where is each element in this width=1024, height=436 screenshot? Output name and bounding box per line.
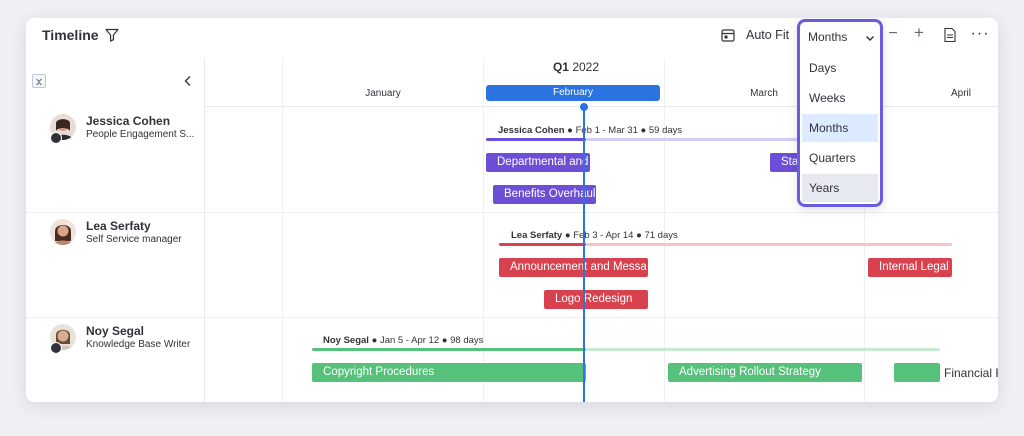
person-summary: Jessica Cohen ● Feb 1 - Mar 31 ● 59 days (498, 125, 683, 136)
row-divider (26, 212, 998, 213)
task-bar-overflow-label: Financial R (944, 366, 998, 380)
sidebar-divider (204, 58, 205, 402)
chevron-left-icon[interactable] (181, 74, 195, 88)
progress-track (486, 138, 586, 141)
export-icon[interactable] (942, 26, 958, 44)
collapse-all-icon[interactable] (32, 74, 46, 88)
person-name: Jessica Cohen (86, 114, 171, 128)
task-bar[interactable]: Announcement and Messa (499, 258, 648, 277)
chevron-down-icon[interactable] (864, 31, 876, 43)
month-march: March (750, 88, 778, 99)
zoom-out-button[interactable]: − (888, 25, 898, 42)
home-badge-icon (50, 342, 62, 354)
task-bar[interactable]: Copyright Procedures (312, 363, 586, 382)
task-bar[interactable]: Internal Legal (868, 258, 952, 277)
page-title: Timeline (42, 27, 99, 43)
progress-track (312, 348, 586, 351)
home-badge-icon (50, 132, 62, 144)
more-options-icon[interactable]: ··· (970, 25, 990, 42)
view-scale-dropdown[interactable]: Months Days Weeks Months Quarters Years (797, 19, 883, 207)
task-bar[interactable]: Sta (770, 153, 800, 172)
grid-line (864, 58, 865, 402)
task-bar[interactable]: Benefits Overhaul (493, 185, 596, 204)
person-role: Knowledge Base Writer (86, 339, 191, 350)
today-marker-dot (580, 103, 588, 111)
task-bar[interactable]: Logo Redesign (544, 290, 648, 309)
person-role: Self Service manager (86, 234, 182, 245)
month-february-highlight: February (486, 85, 660, 101)
dropdown-option-months[interactable]: Months (802, 114, 878, 142)
header-divider (204, 106, 998, 107)
dropdown-option-weeks[interactable]: Weeks (809, 91, 846, 105)
grid-line (664, 58, 665, 402)
dropdown-option-years[interactable]: Years (802, 174, 878, 202)
progress-track-remaining (586, 348, 940, 351)
person-summary: Noy Segal ● Jan 5 - Apr 12 ● 98 days (323, 335, 484, 346)
person-name: Lea Serfaty (86, 219, 151, 233)
progress-track-remaining (586, 243, 952, 246)
quarter-label: Q1 2022 (552, 60, 600, 74)
dropdown-option-days[interactable]: Days (809, 61, 837, 75)
person-summary: Lea Serfaty ● Feb 3 - Apr 14 ● 71 days (511, 230, 678, 241)
task-bar[interactable]: Departmental and (486, 153, 590, 172)
month-january: January (365, 88, 401, 99)
person-role: People Engagement S... (86, 129, 195, 140)
today-marker-line (583, 107, 585, 402)
progress-track-remaining (586, 138, 811, 141)
task-bar[interactable] (894, 363, 940, 382)
dropdown-current-value[interactable]: Months (808, 30, 848, 44)
row-divider (26, 317, 998, 318)
dropdown-option-quarters[interactable]: Quarters (809, 151, 856, 165)
timeline-panel: Timeline Auto Fit − + ··· Q1 2022 Januar… (26, 18, 998, 402)
progress-track (499, 243, 586, 246)
person-name: Noy Segal (86, 324, 145, 338)
grid-line (282, 58, 283, 402)
task-bar[interactable]: Advertising Rollout Strategy (668, 363, 862, 382)
filter-icon[interactable] (104, 27, 120, 43)
calendar-icon[interactable] (719, 26, 737, 44)
month-april: April (950, 88, 971, 99)
avatar[interactable] (50, 219, 76, 245)
auto-fit-button[interactable]: Auto Fit (746, 28, 790, 42)
grid-line (483, 58, 484, 402)
zoom-in-button[interactable]: + (914, 23, 924, 42)
